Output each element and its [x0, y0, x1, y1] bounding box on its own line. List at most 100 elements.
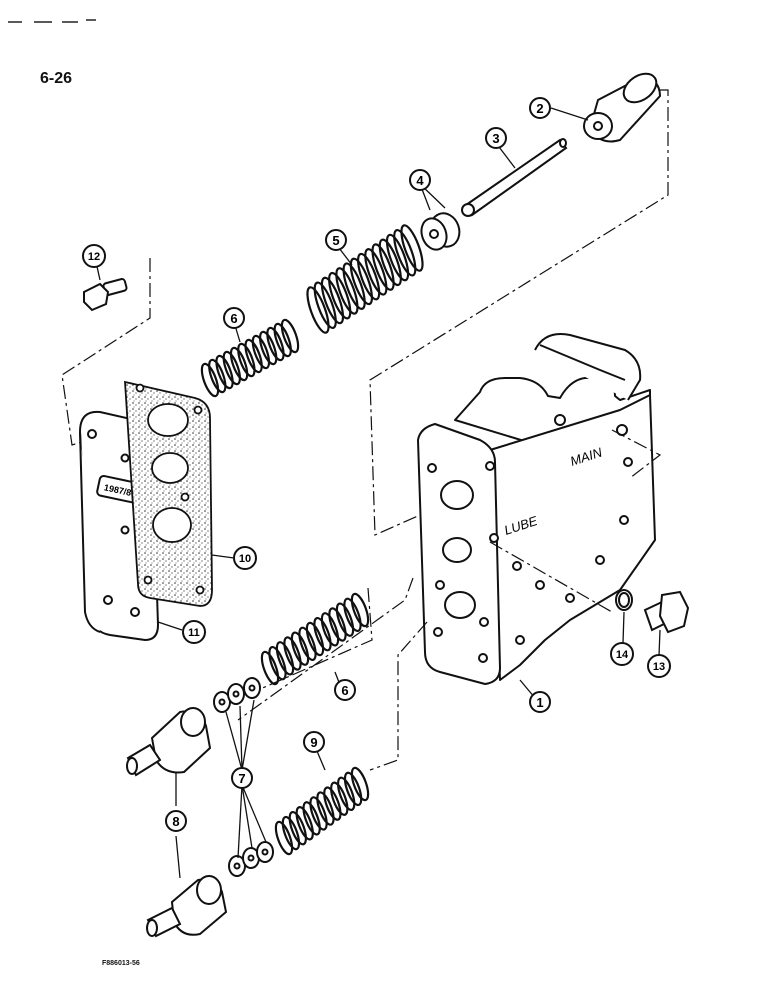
callout-6-lower: 6	[334, 679, 356, 701]
spring-coil	[393, 228, 417, 277]
callout-4: 4	[409, 169, 431, 191]
spring-coil	[320, 276, 345, 325]
callout-11: 11	[182, 620, 206, 644]
spring-coil	[302, 801, 321, 836]
spring-6-upper	[200, 318, 300, 398]
page-number: 6-26	[40, 70, 73, 87]
spring-coil	[323, 786, 342, 821]
svg-text:13: 13	[653, 661, 665, 673]
spring-coil	[295, 806, 314, 841]
figure-code: F886013-56	[102, 960, 140, 967]
svg-text:10: 10	[239, 553, 251, 565]
callout-13: 13	[647, 654, 671, 678]
spring-coil	[378, 238, 402, 287]
spring-coil	[305, 621, 325, 657]
spring-coil	[229, 346, 249, 382]
svg-text:8: 8	[172, 814, 179, 829]
callout-10: 10	[233, 546, 257, 570]
svg-text:2: 2	[536, 101, 543, 116]
spring-coil	[356, 252, 381, 301]
spring-coil	[371, 243, 395, 291]
shims-lower	[228, 841, 274, 877]
spring-coil	[258, 330, 278, 366]
spring-5	[306, 224, 424, 334]
callout-5: 5	[325, 229, 347, 251]
spring-coil	[237, 342, 256, 378]
spring-coil	[328, 607, 347, 642]
spring-coil	[364, 248, 388, 296]
svg-text:9: 9	[310, 735, 317, 750]
spring-coil	[275, 641, 295, 676]
spring-coil	[290, 631, 310, 666]
spring-coil	[335, 267, 359, 315]
callout-12: 12	[82, 244, 106, 268]
spring-coil	[385, 233, 410, 282]
spring-9	[274, 766, 370, 856]
callout-14: 14	[610, 642, 634, 666]
plunger-lower	[146, 875, 228, 938]
spring-coil	[283, 636, 302, 671]
spring-coil	[208, 358, 227, 394]
spring-coil	[200, 362, 220, 398]
svg-text:6: 6	[230, 311, 237, 326]
spring-coil	[251, 334, 271, 370]
spring-coil	[349, 257, 374, 306]
header-dashes	[8, 19, 96, 23]
spring-coil	[222, 350, 242, 386]
spring-coil	[268, 645, 287, 681]
callout-6-upper: 6	[223, 307, 245, 329]
svg-text:3: 3	[492, 131, 499, 146]
spring-coil	[260, 650, 280, 686]
spring-coil	[313, 281, 337, 330]
spring-coil	[343, 597, 362, 633]
spring-coil	[330, 781, 349, 816]
callout-9: 9	[303, 731, 325, 753]
spring-coil	[309, 796, 328, 831]
spring-coil	[281, 815, 301, 851]
gasket	[124, 380, 213, 607]
valve-body	[417, 333, 656, 685]
bolt	[83, 278, 128, 312]
callout-2: 2	[529, 97, 551, 119]
spring-coil	[335, 602, 355, 637]
svg-text:6: 6	[341, 683, 348, 698]
spring-coil	[400, 224, 424, 272]
svg-text:7: 7	[238, 771, 245, 786]
o-ring	[615, 589, 633, 611]
shims-upper	[213, 677, 261, 713]
svg-text:11: 11	[188, 627, 200, 639]
spring-coil	[244, 338, 263, 374]
spring-coil	[343, 771, 363, 807]
callout-8: 8	[165, 810, 187, 832]
spring-coil	[274, 820, 294, 856]
callout-3: 3	[485, 127, 507, 149]
callout-1: 1	[529, 691, 551, 713]
spring-coil	[280, 318, 300, 354]
spring-coil	[298, 626, 317, 662]
spring-coil	[266, 326, 285, 362]
svg-text:12: 12	[88, 251, 100, 263]
spring-coil	[350, 592, 370, 628]
spring-coil	[320, 612, 340, 647]
svg-text:4: 4	[416, 173, 424, 188]
svg-text:5: 5	[332, 233, 339, 248]
svg-text:14: 14	[616, 649, 629, 661]
spring-coil	[288, 810, 308, 846]
spring-coil	[350, 766, 370, 802]
callout-7: 7	[231, 767, 253, 789]
spring-coil	[316, 791, 335, 826]
upper-spool-assembly	[420, 72, 662, 251]
spring-coil	[328, 271, 352, 320]
svg-text:1: 1	[536, 695, 543, 710]
spring-coil	[273, 322, 292, 358]
spring-coil	[306, 286, 330, 334]
spring-coil	[342, 262, 366, 310]
spring-coil	[313, 616, 332, 652]
spring-6-lower	[260, 592, 370, 686]
plug	[643, 590, 690, 634]
spring-coil	[215, 354, 234, 390]
plunger-upper	[126, 707, 212, 777]
spring-coil	[336, 776, 356, 812]
